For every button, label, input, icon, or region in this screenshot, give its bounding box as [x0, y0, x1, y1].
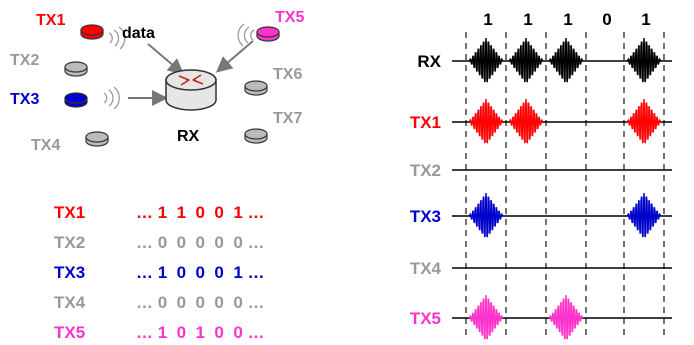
timing-row-label: TX3 — [410, 207, 441, 226]
timing-row-label: RX — [417, 52, 441, 71]
slot-label: 1 — [523, 10, 532, 29]
signal-waves-icon — [103, 86, 120, 110]
timing-row-tx4: TX4 — [410, 259, 672, 278]
bit-row-values: … 1 1 0 0 1 … — [136, 203, 265, 222]
signal-pulse — [508, 98, 544, 144]
data-label: data — [122, 25, 155, 42]
slot-labels: 1 1 1 0 1 — [483, 10, 650, 29]
signal-pulse — [508, 37, 544, 83]
tx7-device-icon — [244, 128, 268, 144]
bit-row-tx1: TX1 … 1 1 0 0 1 … — [54, 203, 265, 222]
timing-row-tx2: TX2 — [410, 161, 672, 180]
slot-label: 1 — [563, 10, 572, 29]
signal-pulse — [468, 294, 504, 340]
tx5-label: TX5 — [275, 9, 304, 26]
tx4-device-icon — [85, 131, 109, 147]
slot-label: 1 — [641, 10, 650, 29]
tx7-label: TX7 — [273, 110, 302, 127]
bit-row-values: … 1 0 0 0 1 … — [136, 263, 265, 282]
slot-label: 0 — [602, 10, 611, 29]
bit-row-tx4: TX4 … 0 0 0 0 0 … — [54, 293, 265, 312]
slot-label: 1 — [483, 10, 492, 29]
signal-waves-icon — [108, 26, 126, 50]
arrow-icon — [147, 43, 185, 75]
bit-table: TX1 … 1 1 0 0 1 … TX2 … 0 0 0 0 0 … TX3 … 1 0… — [54, 203, 265, 342]
tx1-label: TX1 — [36, 12, 65, 29]
signal-pulse — [626, 98, 662, 144]
signal-pulse — [626, 37, 662, 83]
timing-row-label: TX4 — [410, 259, 442, 278]
signal-pulse — [548, 37, 584, 83]
tx4-label: TX4 — [31, 137, 60, 154]
timing-row-tx1: TX1 — [410, 98, 672, 144]
timing-row-label: TX2 — [410, 161, 441, 180]
tx3-label: TX3 — [10, 91, 39, 108]
tx6-device-icon — [244, 80, 268, 96]
bit-row-values: … 0 0 0 0 0 … — [136, 293, 265, 312]
signal-pulse — [548, 294, 584, 340]
network-illustration: TX1 TX2 TX3 TX4 TX5 TX6 TX7 data RX — [10, 9, 304, 154]
bit-row-label: TX4 — [54, 293, 86, 312]
tx3-device-icon — [64, 92, 88, 108]
signal-pulse — [468, 37, 504, 83]
router-icon — [165, 69, 217, 111]
bit-row-values: … 0 0 0 0 0 … — [136, 233, 265, 252]
bit-row-label: TX3 — [54, 263, 85, 282]
bit-row-tx5: TX5 … 1 0 1 0 0 … — [54, 323, 265, 342]
bit-row-label: TX2 — [54, 233, 85, 252]
arrow-icon — [215, 40, 254, 73]
tx2-device-icon — [64, 61, 88, 77]
tx6-label: TX6 — [273, 66, 302, 83]
bit-row-tx3: TX3 … 1 0 0 0 1 … — [54, 263, 265, 282]
tx5-device-icon — [256, 26, 280, 42]
signal-pulse — [468, 98, 504, 144]
bit-row-label: TX1 — [54, 203, 85, 222]
signal-pulse — [468, 192, 504, 238]
bit-row-tx2: TX2 … 0 0 0 0 0 … — [54, 233, 265, 252]
bit-row-label: TX5 — [54, 323, 85, 342]
tx1-device-icon — [80, 24, 104, 40]
rx-label: RX — [177, 128, 200, 145]
timing-row-label: TX5 — [410, 309, 441, 328]
timing-row-rx: RX — [417, 37, 672, 83]
tx2-label: TX2 — [10, 52, 39, 69]
signal-waves-icon — [237, 23, 255, 47]
timing-row-tx5: TX5 — [410, 294, 672, 340]
timing-row-tx3: TX3 — [410, 192, 672, 238]
signal-pulse — [626, 192, 662, 238]
timing-row-label: TX1 — [410, 113, 441, 132]
bit-row-values: … 1 0 1 0 0 … — [136, 323, 265, 342]
